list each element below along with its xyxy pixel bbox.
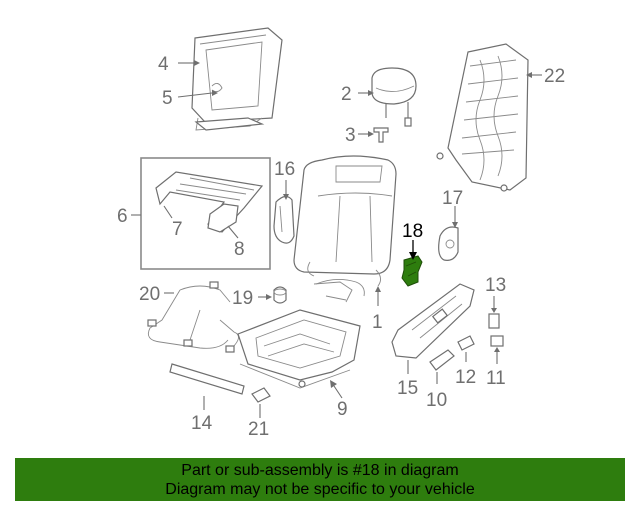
- part-16-side-cover: [273, 195, 295, 244]
- banner-line-2: Diagram may not be specific to your vehi…: [165, 480, 475, 498]
- callout-label: 14: [191, 413, 213, 434]
- leader-7: [163, 205, 173, 219]
- leader-19: [258, 294, 272, 300]
- leader-16: [283, 180, 289, 200]
- callout-label: 21: [248, 419, 269, 440]
- callout-label: 8: [234, 239, 245, 260]
- part-15-side-trim: [391, 283, 475, 359]
- callout-label: 4: [158, 54, 169, 75]
- callout-label: 7: [172, 219, 183, 240]
- seatback-wires: [313, 281, 353, 303]
- leader-8: [227, 225, 239, 239]
- banner-line-1: Part or sub-assembly is #18 in diagram: [181, 461, 459, 479]
- part-17-recliner-cover: [438, 226, 459, 261]
- callout-label: 3: [345, 125, 356, 146]
- part-11-knob: [490, 335, 504, 347]
- part-22-seatback-frame-springs: [436, 43, 529, 192]
- callout-label: 6: [117, 206, 128, 227]
- callout-label: 5: [162, 88, 173, 109]
- part-19-knob: [273, 286, 287, 304]
- seat-exploded-diagram: 1 2 3 4 5 6 7 8 9 10 11 12 13 14 15 16 1…: [117, 27, 565, 440]
- callout-label: 17: [442, 188, 463, 209]
- callout-label: 11: [486, 368, 506, 389]
- leader-22: [526, 72, 542, 78]
- part-13-knob: [488, 313, 500, 329]
- callout-label: 10: [426, 390, 447, 411]
- part-9-cushion-frame: [237, 309, 361, 389]
- part-10-switch-knob: [429, 349, 455, 371]
- callout-label: 19: [232, 288, 253, 309]
- callout-label: 16: [274, 159, 295, 180]
- part-14-trim-bar: [169, 363, 245, 395]
- leader-3: [358, 131, 374, 137]
- callout-label: 2: [341, 84, 352, 105]
- leader-13: [491, 296, 497, 313]
- leader-11: [494, 347, 500, 364]
- part-21-clip: [251, 387, 271, 403]
- part-20-wiring-harness: [147, 281, 239, 353]
- part-4-seatback-frame: [191, 27, 283, 131]
- leader-1: [375, 286, 381, 306]
- leader-9: [330, 380, 343, 399]
- callout-label: 13: [485, 275, 506, 296]
- part-1-seatback-cover: [293, 155, 397, 297]
- callout-label: 20: [139, 284, 160, 305]
- leader-18: [409, 240, 417, 260]
- callout-label-highlighted: 18: [402, 221, 423, 242]
- leader-2: [358, 90, 374, 96]
- part-18-highlighted[interactable]: [401, 255, 423, 287]
- callout-label: 22: [544, 66, 565, 87]
- part-2-headrest: [371, 67, 417, 127]
- leader-4: [178, 60, 200, 66]
- callout-label: 15: [397, 378, 418, 399]
- part-12-switch: [457, 335, 475, 351]
- part-6-group-box: [140, 157, 271, 270]
- leader-5: [177, 90, 218, 98]
- callout-label: 9: [337, 399, 348, 420]
- callout-label: 12: [455, 367, 476, 388]
- callout-label: 1: [372, 312, 383, 333]
- leader-17: [452, 206, 458, 228]
- info-banner: Part or sub-assembly is #18 in diagram D…: [15, 458, 625, 501]
- part-3-headrest-guide: [373, 127, 389, 143]
